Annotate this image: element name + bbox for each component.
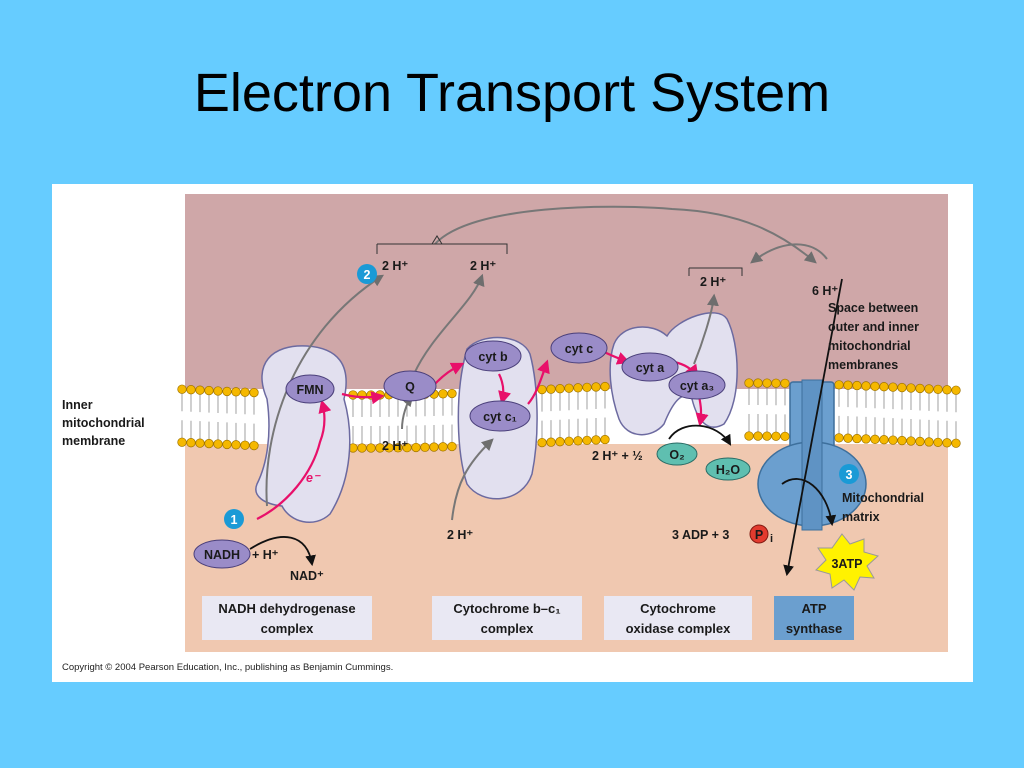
- electron-label: e⁻: [306, 471, 321, 485]
- h2o-label: H₂O: [716, 463, 741, 477]
- phosphate-marker: [749, 524, 769, 544]
- reaction-arrows: [249, 278, 843, 577]
- cyt-a3-label: cyt a₃: [680, 379, 714, 393]
- nadh-label: NADH: [204, 548, 240, 562]
- proton-label-left: 2 H⁺: [382, 259, 408, 273]
- step-2-marker: [357, 264, 377, 284]
- copyright-text: Copyright © 2004 Pearson Education, Inc.…: [62, 662, 393, 673]
- atp-synthase-line2: synthase: [786, 621, 842, 636]
- complex-1-line2: complex: [261, 621, 315, 636]
- cyt-c1-molecule: [469, 400, 531, 432]
- q-molecule: [383, 370, 437, 402]
- atp-starburst: [815, 533, 880, 591]
- slide-title: Electron Transport System: [193, 63, 831, 123]
- proton-label-cytb: 2 H⁺: [447, 528, 473, 542]
- nadh-h-label: + H⁺: [252, 548, 279, 562]
- step-2-label: 2: [364, 268, 371, 282]
- proton-label-six: 6 H⁺: [812, 284, 838, 298]
- complex-4-line1: Cytochrome: [640, 601, 716, 616]
- adp-label: 3 ADP + 3: [672, 528, 729, 542]
- atp-synthase-line1: ATP: [801, 601, 826, 616]
- intermembrane-space-label: Space between outer and inner mitochondr…: [828, 301, 922, 372]
- nad-label: NAD⁺: [290, 569, 324, 583]
- cyt-c1-label: cyt c₁: [483, 410, 517, 424]
- etc-figure: NADH FMN Q cyt b cyt c₁ cyt c cyt a cyt …: [52, 184, 973, 682]
- cyt-b-molecule: [464, 340, 522, 372]
- complex-name-boxes: [202, 596, 854, 640]
- phosphate-sub: i: [770, 533, 773, 545]
- fmn-label: FMN: [296, 383, 323, 397]
- step-1-label: 1: [231, 513, 238, 527]
- step-3-marker: [839, 464, 859, 484]
- nadh-molecule: [193, 539, 251, 569]
- matrix-label: Mitochondrial matrix: [842, 491, 927, 524]
- o2-molecule: [656, 442, 698, 466]
- proton-brace-left: [376, 235, 508, 254]
- complex-1-line1: NADH dehydrogenase: [218, 601, 355, 616]
- proton-label-q: 2 H⁺: [382, 439, 408, 453]
- complex-4-line2: oxidase complex: [626, 621, 732, 636]
- complex-3-line1: Cytochrome b–c₁: [453, 601, 560, 616]
- cyt-c-label: cyt c: [565, 342, 594, 356]
- step-3-label: 3: [846, 468, 853, 482]
- cyt-a-molecule: [621, 352, 679, 382]
- oxygen-reaction-label: 2 H⁺ + ½: [592, 449, 643, 463]
- phosphate-label: P: [755, 528, 763, 542]
- fmn-molecule: [285, 374, 335, 404]
- membrane-label: Inner mitochondrial membrane: [62, 398, 148, 448]
- nadh-dehydrogenase-protein: [255, 345, 351, 523]
- q-label: Q: [405, 380, 415, 394]
- step-1-marker: [224, 509, 244, 529]
- proton-label-right: 2 H⁺: [700, 275, 726, 289]
- proton-brace-right: [688, 267, 743, 276]
- atp-label: 3ATP: [831, 557, 862, 571]
- h2o-molecule: [705, 457, 751, 481]
- cyt-b-label: cyt b: [478, 350, 508, 364]
- o2-label: O₂: [669, 448, 684, 462]
- cyt-a3-molecule: [668, 370, 726, 400]
- complex-3-line2: complex: [481, 621, 535, 636]
- proton-label-mid: 2 H⁺: [470, 259, 496, 273]
- cyt-a-label: cyt a: [636, 361, 666, 375]
- cyt-c-molecule: [550, 332, 608, 364]
